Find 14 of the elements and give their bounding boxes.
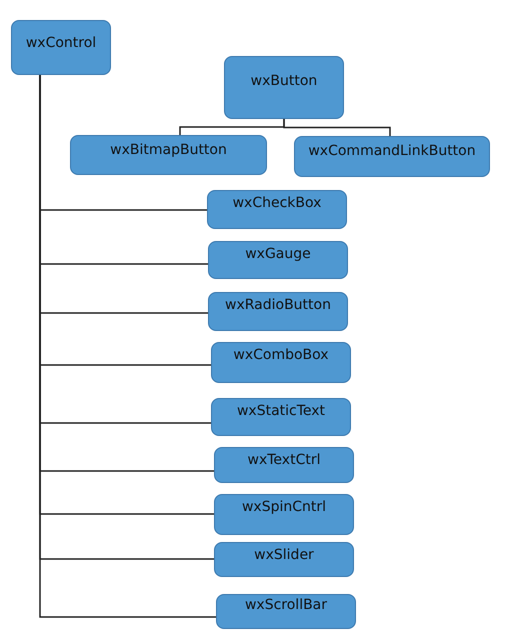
class-box: wxComboBox: [211, 342, 351, 383]
class-box: wxSpinCntrl: [214, 494, 354, 535]
connector-line: [283, 119, 391, 136]
class-box: wxTextCtrl: [214, 447, 354, 483]
class-box: wxCommandLinkButton: [294, 136, 490, 177]
class-box: wxSlider: [214, 542, 354, 577]
class-box: wxBitmapButton: [70, 135, 267, 175]
class-box: wxGauge: [208, 241, 348, 279]
class-box: wxRadioButton: [208, 292, 348, 331]
class-box: wxControl: [11, 20, 111, 75]
class-box: wxStaticText: [211, 398, 351, 436]
class-box: wxButton: [224, 56, 344, 119]
class-box: wxCheckBox: [207, 190, 347, 229]
class-box: wxScrollBar: [216, 594, 356, 629]
